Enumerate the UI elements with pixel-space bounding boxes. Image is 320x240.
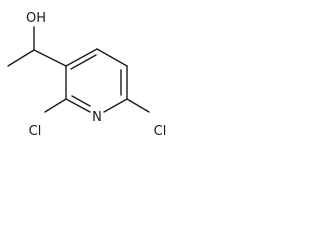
bond-ch-methyl (7, 49, 35, 67)
bond-c6-n (103, 98, 128, 113)
bond-n-c2 (65, 98, 91, 113)
nitrogen-label: N (92, 110, 102, 125)
bond-ch-ring (33, 49, 67, 67)
bond-c6-cl (126, 98, 150, 113)
bond-layer (7, 26, 150, 113)
double-bond-n-c2 (71, 95, 91, 107)
structure-diagram: OH N Cl Cl (0, 0, 188, 138)
hydroxyl-label: OH (26, 11, 46, 26)
double-bond-c3-c4 (70, 54, 97, 70)
chlorine-left-label: Cl (29, 124, 42, 138)
bond-c2-cl (44, 98, 67, 113)
bond-c4-c5 (96, 48, 128, 67)
atom-label-layer: OH N Cl Cl (26, 11, 166, 138)
bond-c3-c4 (65, 48, 98, 67)
chlorine-right-label: Cl (154, 124, 167, 138)
molecule-structure-svg: OH N Cl Cl (7, 11, 166, 138)
